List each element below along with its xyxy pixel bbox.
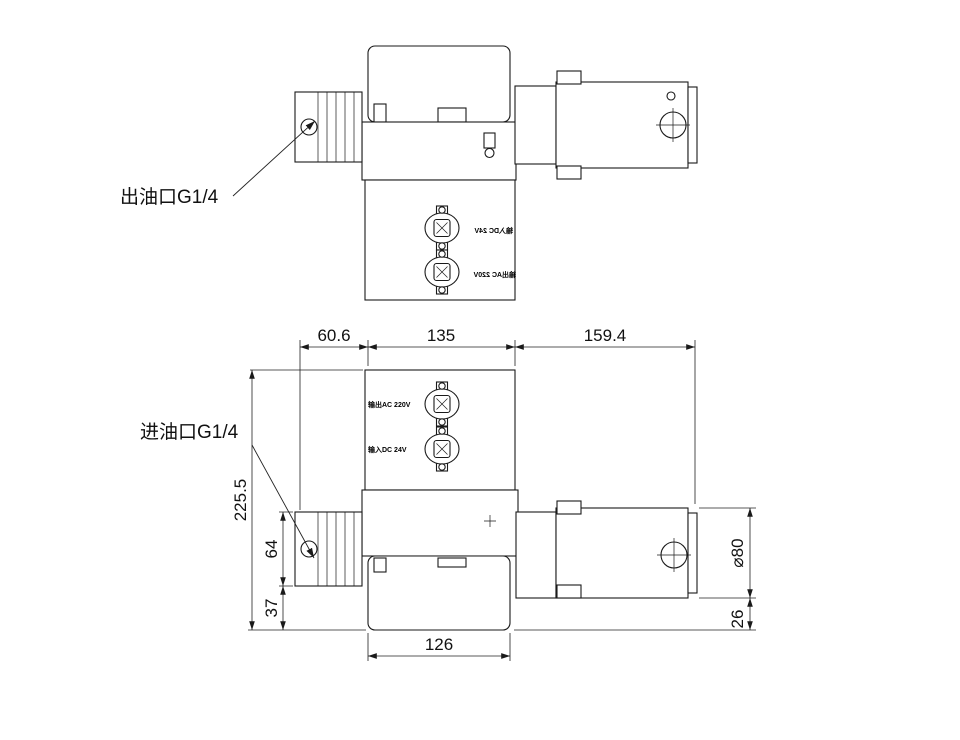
- motor-foot-top: [556, 70, 582, 85]
- dim-text-body-width: 135: [427, 326, 455, 345]
- dim-text-fin-width: 60.6: [317, 326, 350, 345]
- center-mark: [484, 515, 496, 527]
- connector-dc-label: 输入DC 24V: [368, 445, 407, 454]
- plate-detail-top-view: [437, 107, 467, 123]
- motor-shaft-centerlines: [656, 108, 690, 142]
- connector-ac-label: 输出AC 220V: [368, 400, 411, 409]
- dim-text-motor-length: 159.4: [584, 326, 627, 345]
- fin-block-outline: [294, 91, 363, 163]
- dim-text-fin-height: 64: [262, 540, 281, 559]
- motor-bracket-front-view: [515, 511, 557, 599]
- filler-detail-front-view: [373, 557, 387, 573]
- front-view: 输出AC 220V 输入DC 24V: [294, 369, 698, 631]
- dim-text-tank-height: 37: [262, 599, 281, 618]
- motor-endcap-front-view: [687, 512, 698, 594]
- connector-dc-label-mirrored: 输入DC 24V: [474, 226, 513, 235]
- motor-foot-bottom: [556, 165, 582, 180]
- outlet-port-symbol: [300, 118, 318, 136]
- dim-text-tank-width: 126: [425, 635, 453, 654]
- inlet-leader-line: [251, 444, 315, 559]
- dim-text-motor-diameter: ⌀80: [728, 538, 747, 567]
- indicator-detail-top-view: [484, 147, 495, 159]
- outlet-leader-line: [232, 120, 316, 197]
- top-view: 输入DC 24V 输出AC 220V: [294, 45, 698, 301]
- motor-bolt-hole: [666, 91, 676, 101]
- connector-ac-label-mirrored: 输出AC 220V: [473, 270, 516, 279]
- port-labels: 出油口G1/4 进油口G1/4: [120, 120, 316, 559]
- fin-block-outline: [294, 511, 363, 587]
- dimensions: 60.6 135 159.4 225.5 64 37 126 ⌀80 26: [231, 326, 756, 661]
- motor-body-front-view: [555, 507, 689, 599]
- fin-lines: [317, 92, 355, 162]
- fin-block-top-view: [294, 91, 363, 163]
- motor-front-view: [515, 500, 698, 599]
- pump-body-front-view: [361, 489, 519, 557]
- dim-text-bottom-offset: 26: [728, 610, 747, 629]
- motor-shaft-centerlines: [657, 538, 691, 572]
- switch-detail-top-view: [483, 132, 496, 149]
- tank-front-view: [367, 555, 511, 631]
- extension-lines: [248, 340, 756, 661]
- motor-top-view: [514, 70, 698, 180]
- outlet-port-label: 出油口G1/4: [120, 186, 219, 208]
- fin-block-front-view: [294, 511, 363, 587]
- dim-text-total-height: 225.5: [231, 479, 250, 522]
- inlet-port-label: 进油口G1/4: [140, 421, 239, 443]
- motor-foot-top: [556, 500, 582, 515]
- filler-detail-top-view: [373, 103, 387, 123]
- motor-bracket-top-view: [514, 85, 557, 165]
- plate-detail-front-view: [437, 557, 467, 568]
- fin-lines: [317, 512, 355, 586]
- motor-foot-bottom: [556, 584, 582, 599]
